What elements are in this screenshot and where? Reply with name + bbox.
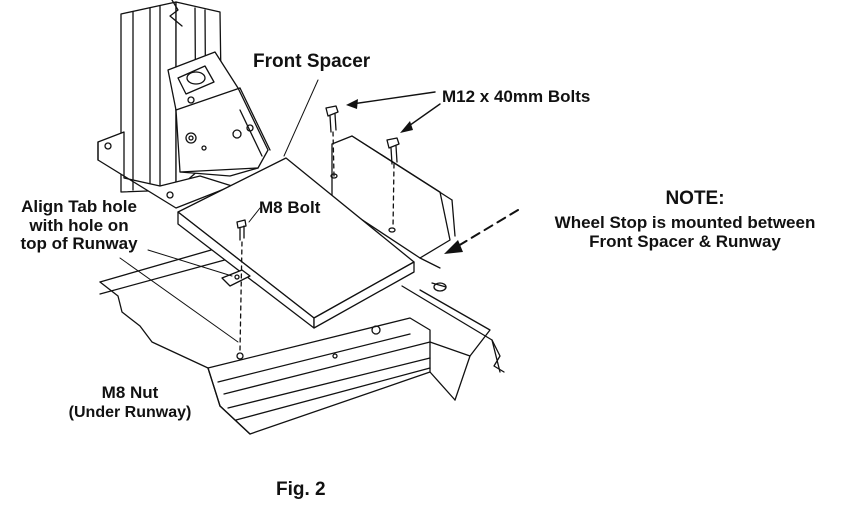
m8-hardware: [236, 219, 247, 360]
bolt-arrows: [346, 91, 441, 133]
note-line-2: Front Spacer & Runway: [589, 231, 781, 251]
runway: [99, 243, 505, 435]
note-body: Wheel Stop is mounted between Front Spac…: [520, 213, 848, 251]
bolts-label: M12 x 40mm Bolts: [442, 87, 591, 106]
m8-nut-label: M8 Nut: [101, 383, 159, 402]
m8-bolt-label: M8 Bolt: [259, 198, 321, 217]
figure-caption: Fig. 2: [276, 479, 326, 500]
align-tab-label: Align Tab hole with hole on top of Runwa…: [3, 197, 155, 254]
m12-bolt-right: [386, 137, 400, 165]
note-line-1: Wheel Stop is mounted between: [554, 213, 816, 232]
bracket: [167, 51, 271, 177]
under-runway-label: (Under Runway): [68, 404, 192, 421]
leaders: [119, 79, 319, 343]
align-tab-line-3: top of Runway: [20, 234, 138, 254]
front-spacer-label: Front Spacer: [253, 51, 371, 72]
note-title: NOTE:: [665, 188, 725, 209]
note-arrow: [444, 209, 519, 254]
front-spacer: [177, 157, 415, 329]
m12-bolts: [325, 105, 400, 229]
align-tab-line-2: with hole on: [29, 215, 129, 235]
base-plate: [97, 131, 233, 209]
align-tab-line-1: Align Tab hole: [21, 197, 137, 216]
m12-bolt-left: [325, 105, 339, 133]
align-tab: [221, 269, 251, 287]
